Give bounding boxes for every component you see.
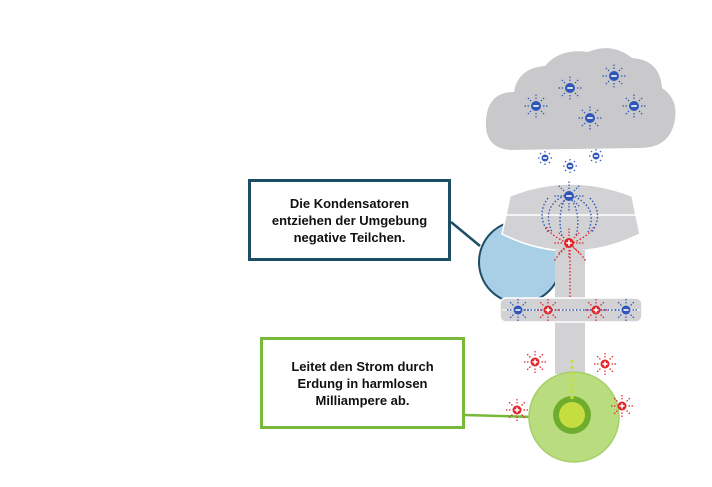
lightning-rod-head (501, 183, 641, 252)
minus-charge-icon (601, 63, 627, 89)
storm-cloud (485, 48, 676, 150)
plus-charge-icon (536, 298, 560, 322)
callout-grounding-line-2: Erdung in harmlosen (297, 375, 428, 391)
plus-charge-icon (593, 352, 617, 376)
plus-charge-icon (505, 398, 529, 422)
minus-charge-icon (506, 298, 530, 322)
callout-capacitors-line-2: entziehen der Umgebung (271, 212, 428, 228)
minus-charge-icon (577, 105, 603, 131)
minus-charge-icon (554, 181, 584, 211)
callout-grounding-line-1: Leitet den Strom durch (291, 358, 434, 374)
plus-charge-icon (523, 350, 547, 374)
callout-grounding-line-3: Milliampere ab. (315, 392, 410, 408)
minus-charge-icon (523, 93, 549, 119)
minus-charge-icon (537, 150, 553, 166)
minus-charge-icon (614, 298, 638, 322)
minus-charge-icon (588, 148, 604, 164)
callout-capacitors: Die Kondensatoren entziehen der Umgebung… (248, 179, 451, 261)
device-charges (506, 181, 638, 322)
grounding-base (528, 371, 620, 463)
minus-charge-icon (562, 158, 578, 174)
callout-grounding: Leitet den Strom durch Erdung in harmlos… (260, 337, 465, 429)
cloud-negative-charges (523, 63, 647, 131)
callout-capacitors-line-1: Die Kondensatoren (289, 195, 410, 211)
callout-capacitors-line-3: negative Teilchen. (293, 229, 406, 245)
ground-positive-charges (505, 350, 634, 422)
plus-charge-icon (610, 394, 634, 418)
capacitors-pointer-line (450, 221, 481, 247)
falling-negative-charges (537, 148, 604, 174)
minus-charge-icon (557, 75, 583, 101)
plus-charge-icon (584, 298, 608, 322)
plus-charge-icon (554, 228, 584, 258)
minus-charge-icon (621, 93, 647, 119)
